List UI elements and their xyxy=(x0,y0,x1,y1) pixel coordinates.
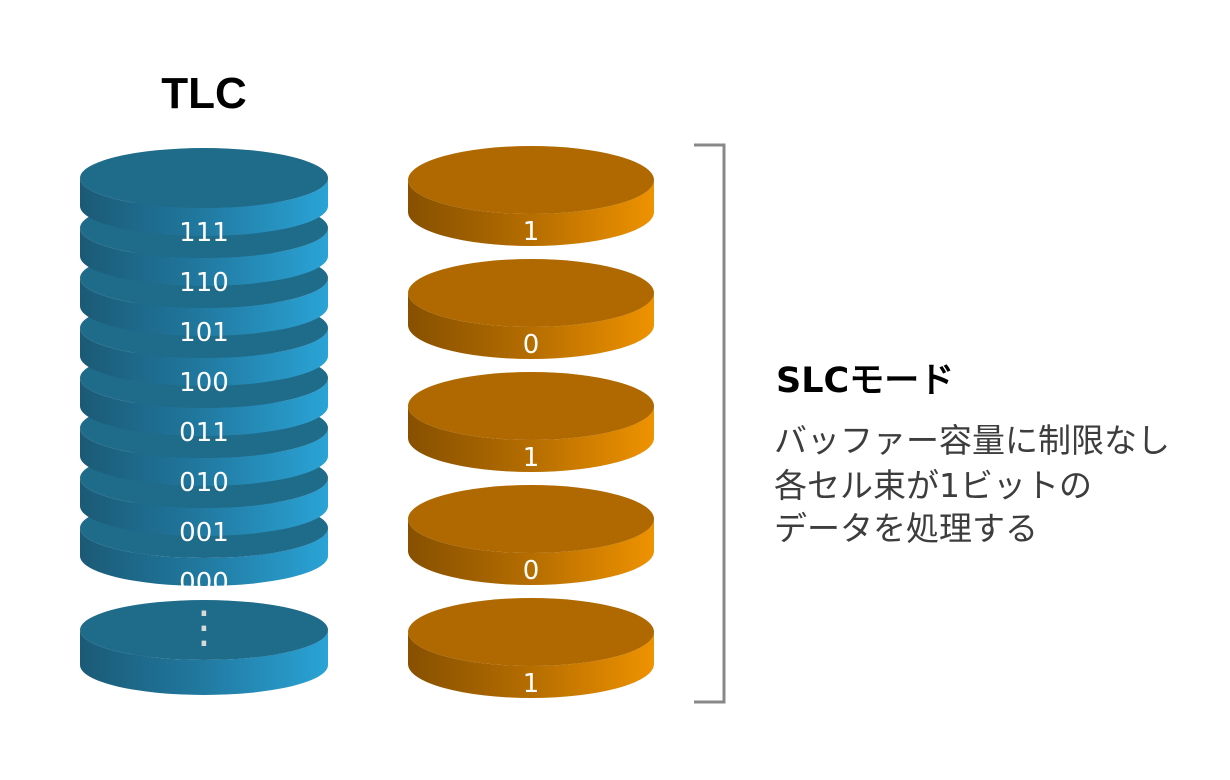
slc-disk-1-top xyxy=(408,259,654,327)
slc-disk-0-top xyxy=(408,146,654,214)
slc-mode-line-2: 各セル束が1ビットの xyxy=(774,466,1092,505)
slc-disk-stack: 1 0 1 0 1 xyxy=(408,146,654,699)
tlc-layer-label: 100 xyxy=(179,368,229,398)
slc-mode-heading: SLCモード xyxy=(776,361,954,401)
continuation-dots: ⋮ xyxy=(182,602,226,653)
tlc-layer-label: 111 xyxy=(179,218,229,248)
tlc-layer-label: 010 xyxy=(179,468,229,498)
slc-mode-line-1: バッファー容量に制限なし xyxy=(774,421,1170,460)
tlc-layer-label: 110 xyxy=(179,268,229,298)
bracket xyxy=(694,145,724,702)
tlc-layer-label: 101 xyxy=(179,318,229,348)
tlc-title: TLC xyxy=(161,69,247,118)
slc-disk-4-top xyxy=(408,598,654,666)
slc-disk-2-top xyxy=(408,372,654,440)
slc-bit-label: 0 xyxy=(523,556,540,586)
tlc-layer-label: 011 xyxy=(179,418,229,448)
tlc-layer-label: 001 xyxy=(179,518,229,548)
slc-bit-label: 1 xyxy=(523,217,540,247)
slc-bit-label: 1 xyxy=(523,443,540,473)
slc-mode-line-3: データを処理する xyxy=(774,509,1038,548)
tlc-disk-111-top xyxy=(80,148,328,208)
slc-disk-3-top xyxy=(408,485,654,553)
slc-bit-label: 0 xyxy=(523,330,540,360)
tlc-layer-label: 000 xyxy=(179,568,229,598)
slc-bit-label: 1 xyxy=(523,669,540,699)
